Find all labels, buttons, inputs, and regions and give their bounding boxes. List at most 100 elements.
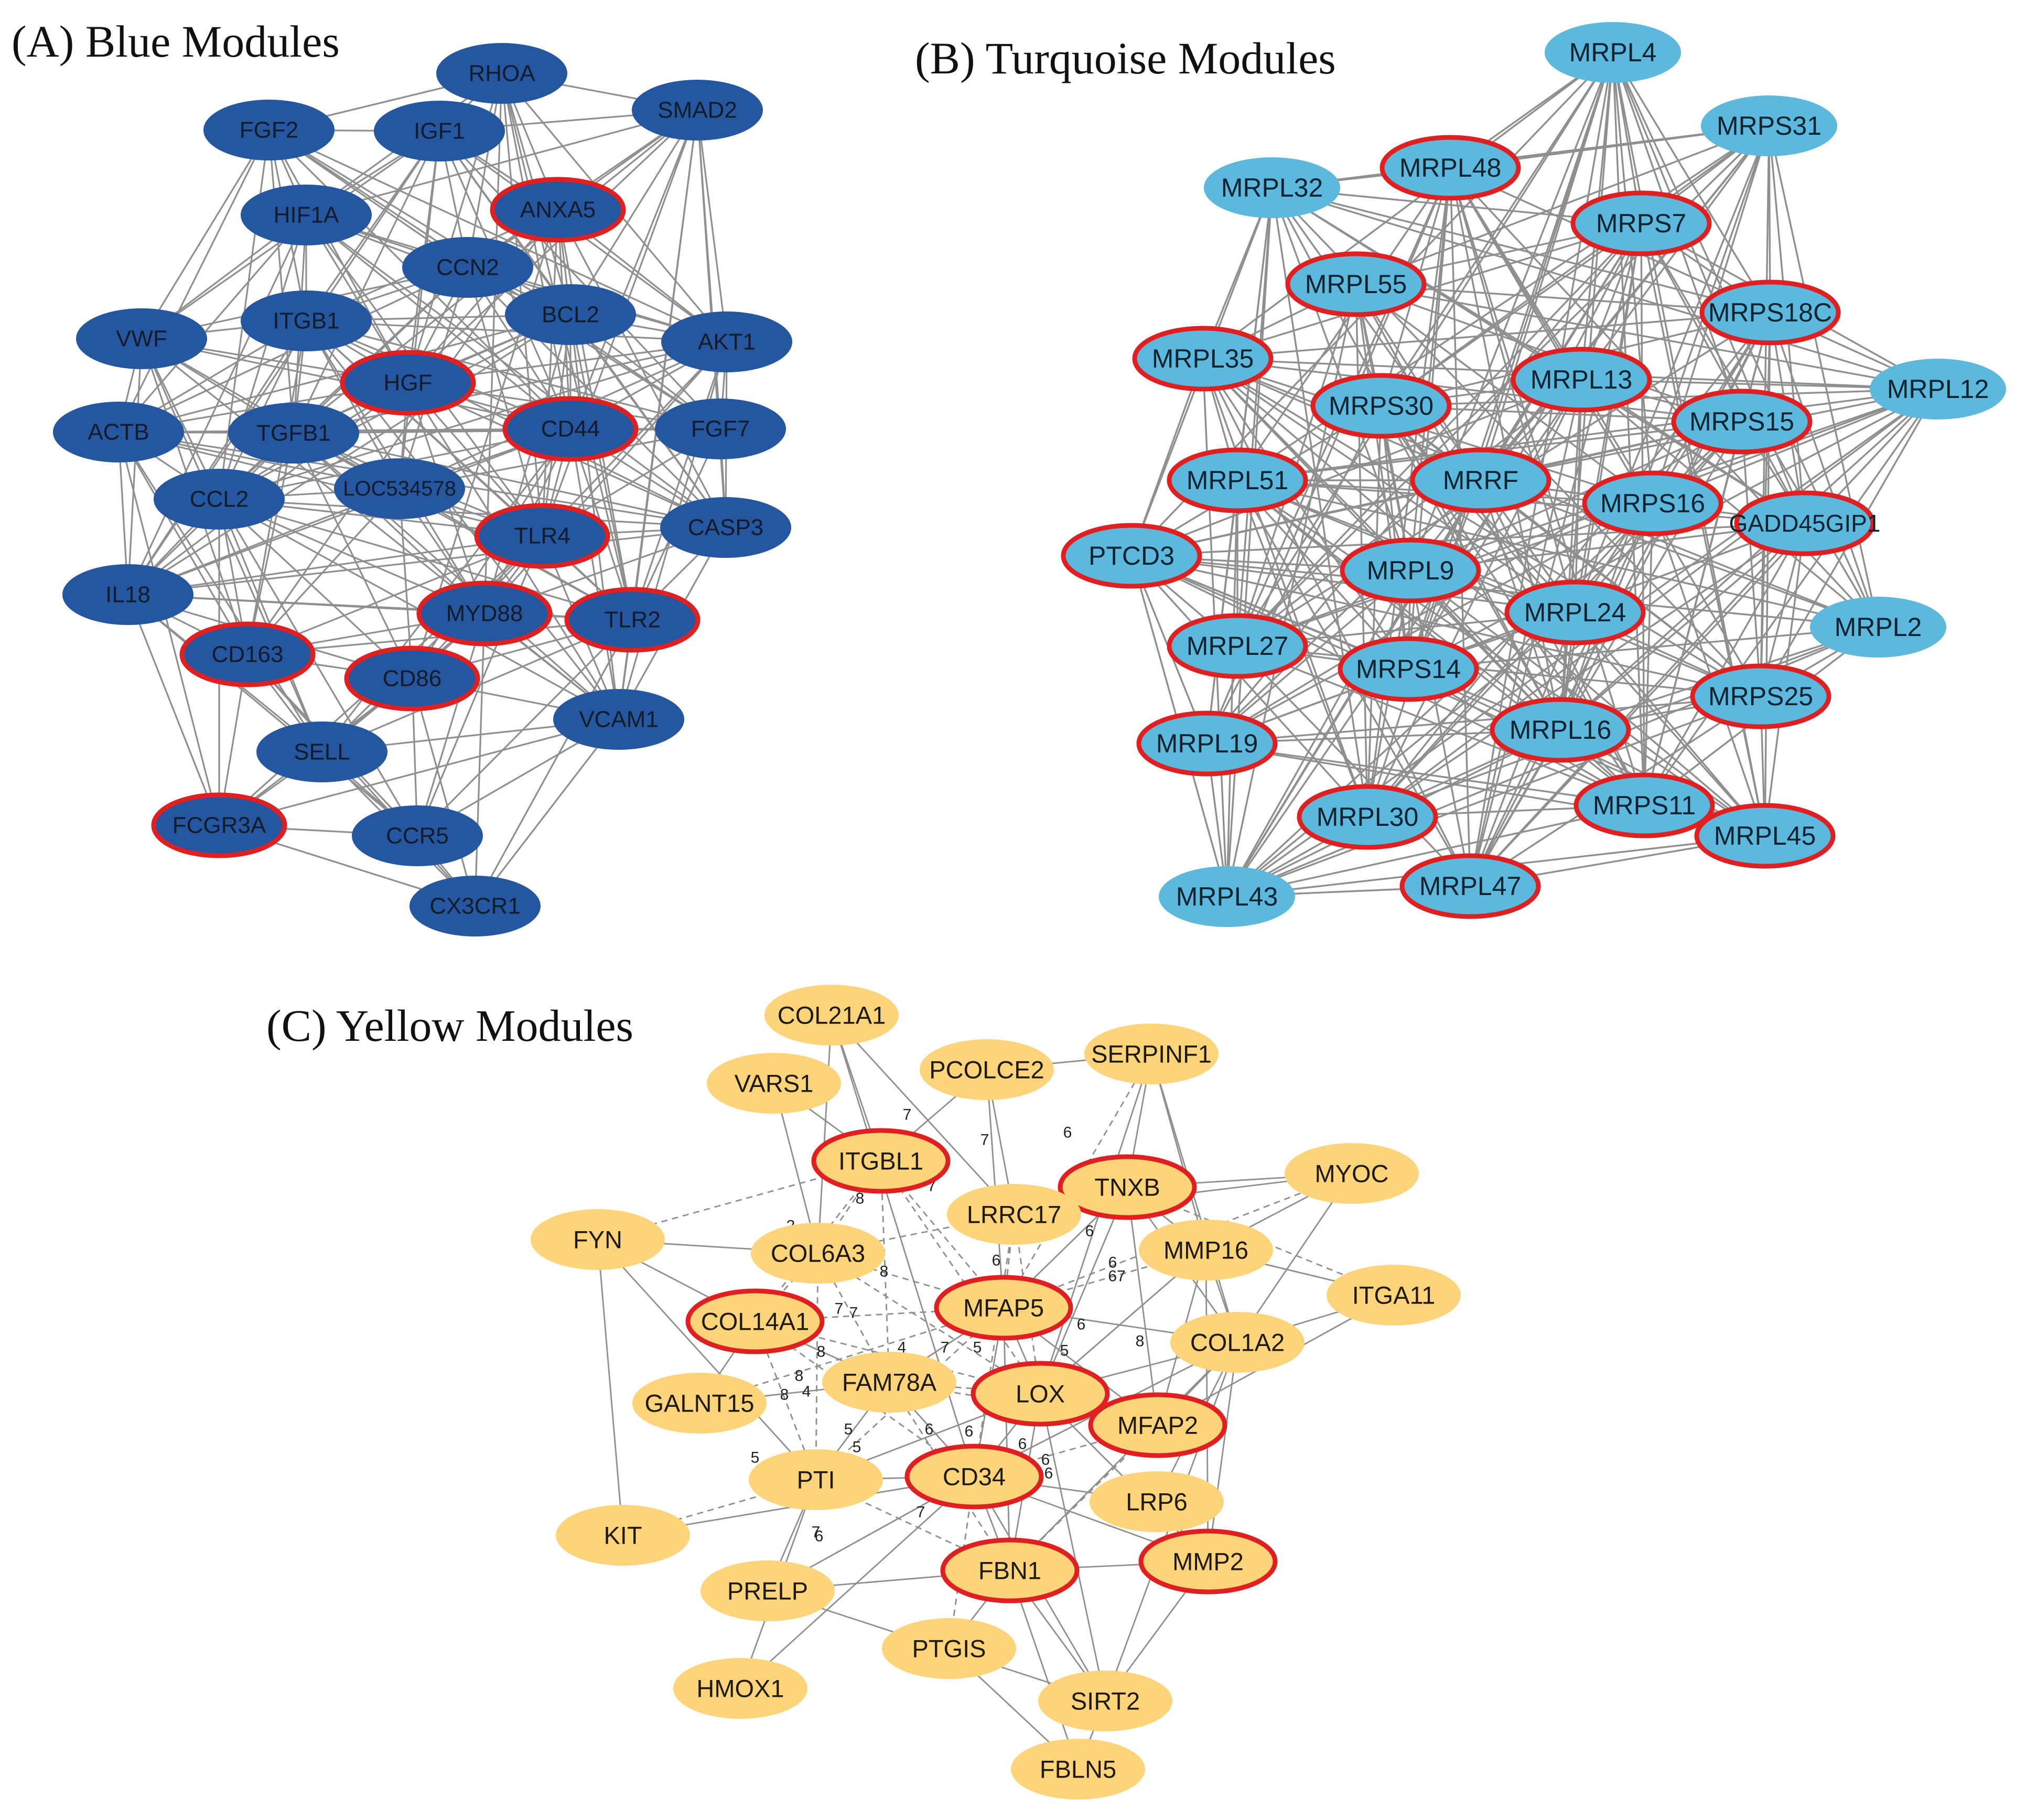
node-shape: [1310, 373, 1452, 439]
node-label: LRRC17: [967, 1201, 1061, 1229]
node-shape: [1671, 389, 1813, 455]
edge-AKT1-TLR2: [631, 341, 728, 620]
edge-MRPL13-MRPL30: [1366, 379, 1582, 817]
node-vars1: VARS1: [707, 1053, 841, 1114]
node-label: MRPL43: [1176, 882, 1278, 911]
node-label: IGF1: [414, 119, 465, 144]
node-shape: [1570, 190, 1712, 256]
node-shape: [1297, 784, 1438, 850]
node-shape: [556, 1505, 690, 1566]
node-shape: [436, 43, 567, 104]
edge-MFAP5-FBN1: [1003, 1307, 1011, 1571]
node-label: FBN1: [978, 1557, 1041, 1585]
edge-weight-label: 6: [1041, 1451, 1050, 1469]
node-gadd45gip1: GADD45GIP1: [1729, 490, 1880, 556]
edge-MRPL35-MRPS15: [1202, 358, 1742, 423]
node-mrpl30: MRPL30: [1297, 784, 1438, 850]
panel-b-title: (B) Turquoise Modules: [915, 33, 1336, 83]
node-label: MRPS31: [1717, 111, 1822, 141]
node-label: MRPS30: [1329, 391, 1434, 421]
edge-MRPL32-MRPL12: [1271, 187, 1938, 390]
edge-MRPL12-MRPL51: [1237, 388, 1938, 481]
node-rhoa: RHOA: [436, 43, 567, 104]
edge-weight-label: 8: [780, 1386, 789, 1404]
node-label: CCR5: [386, 823, 449, 849]
node-mrpl4: MRPL4: [1545, 22, 1681, 83]
node-myoc: MYOC: [1285, 1143, 1419, 1204]
node-label: FYN: [573, 1226, 622, 1254]
edge-MRPS16-MRPL45: [1652, 503, 1766, 836]
node-label: CASP3: [688, 515, 763, 541]
node-shape: [673, 1658, 807, 1719]
node-label: MRPS7: [1596, 209, 1686, 238]
node-vcam1: VCAM1: [553, 689, 684, 750]
panel-c-title: (C) Yellow Modules: [266, 1000, 633, 1051]
node-shape: [374, 101, 505, 161]
edge-SERPINF1-COL1A2: [1150, 1053, 1238, 1343]
edge-RHOA-TLR2: [501, 73, 633, 620]
node-shape: [1011, 1739, 1145, 1800]
node-mrrf: MRRF: [1410, 447, 1551, 513]
node-vwf: VWF: [76, 308, 207, 369]
edge-FYN-PTI: [597, 1239, 817, 1480]
node-mrps18c: MRPS18C: [1699, 279, 1841, 346]
edge-TGFB1-MYD88: [293, 432, 486, 615]
node-label: SELL: [294, 739, 350, 765]
edge-MRPL35-MRPL30: [1202, 358, 1368, 817]
dashed-edge-MYOC-MFAP5: [1003, 1172, 1352, 1309]
node-ptcd3: PTCD3: [1061, 523, 1202, 589]
edge-MRPL24-MRPL45: [1574, 611, 1766, 837]
edge-weight-label: 6: [992, 1252, 1001, 1269]
node-shape: [1511, 347, 1652, 413]
edge-weight-label: 7: [835, 1300, 844, 1318]
node-fgf2: FGF2: [203, 100, 335, 160]
node-mmp16: MMP16: [1139, 1220, 1273, 1280]
node-shape: [490, 177, 626, 243]
edge-CCL2-CASP3: [219, 498, 726, 529]
edge-weight-label: 8: [856, 1190, 865, 1208]
node-label: VWF: [116, 326, 167, 352]
node-col6a3: COL6A3: [751, 1223, 885, 1284]
edge-MRPL12-MRPL30: [1366, 388, 1939, 818]
node-shape: [62, 564, 193, 625]
node-label: MRPS25: [1708, 682, 1813, 711]
node-label: MFAP5: [963, 1294, 1044, 1322]
node-shape: [822, 1352, 956, 1413]
node-label: COL14A1: [701, 1308, 809, 1336]
edge-MRPS30-MRPL30: [1366, 405, 1382, 817]
node-label: CD86: [383, 666, 442, 692]
node-label: MRPL19: [1156, 729, 1258, 758]
node-mrpl55: MRPL55: [1285, 251, 1427, 317]
node-mrpl43: MRPL43: [1159, 866, 1295, 927]
edge-weight-label: 4: [802, 1383, 811, 1401]
edge-MRPS16-MRPL19: [1206, 502, 1653, 745]
edge-MRPS18C-MRPL35: [1202, 311, 1771, 360]
node-shape: [1690, 663, 1831, 729]
edge-HIF1A-IL18: [127, 214, 307, 595]
edge-MRPS7-MRPS30: [1381, 222, 1642, 407]
node-tgfb1: TGFB1: [228, 403, 359, 464]
edge-MRPL48-MRPL51: [1236, 167, 1451, 481]
node-label: BCL2: [542, 302, 599, 328]
node-ptgis: PTGIS: [882, 1618, 1016, 1679]
node-shape: [228, 403, 359, 464]
edge-MRPL51-MRPL19: [1206, 480, 1238, 744]
node-shape: [1574, 772, 1715, 838]
node-label: SERPINF1: [1091, 1040, 1212, 1068]
node-shape: [1088, 1392, 1227, 1458]
node-mfap5: MFAP5: [934, 1275, 1073, 1341]
node-mrpl2: MRPL2: [1810, 597, 1946, 658]
edge-VCAM1-FCGR3A: [219, 718, 619, 826]
edge-CCL2-TLR2: [219, 498, 633, 621]
node-pcolce2: PCOLCE2: [920, 1039, 1054, 1100]
node-label: PTGIS: [912, 1635, 986, 1663]
edge-weight-label: 8: [795, 1367, 804, 1385]
node-label: LRP6: [1126, 1488, 1188, 1516]
node-label: COL1A2: [1190, 1329, 1285, 1356]
node-label: KIT: [604, 1522, 642, 1549]
edge-TNXB-LOX: [1039, 1187, 1128, 1394]
node-shape: [1694, 803, 1836, 869]
node-label: CX3CR1: [429, 893, 521, 919]
node-label: ITGA11: [1352, 1281, 1435, 1309]
